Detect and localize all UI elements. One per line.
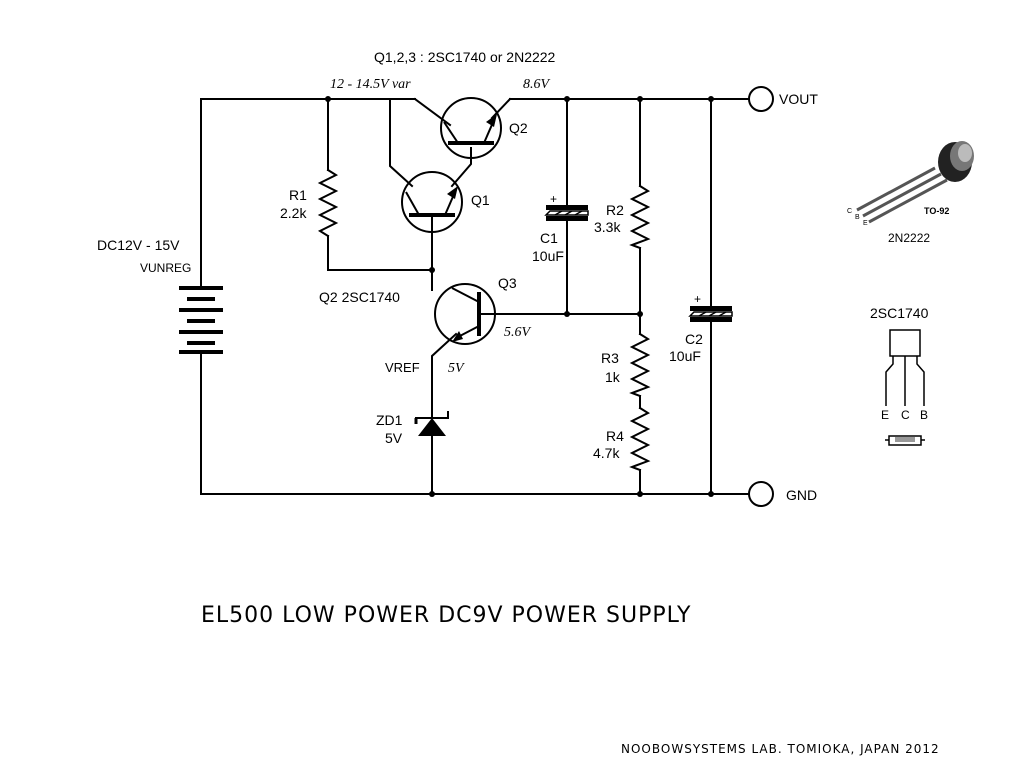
q1-label: Q1 (471, 192, 490, 208)
r4-resistor (629, 406, 651, 472)
sc1740-part-label: 2SC1740 (870, 305, 929, 321)
vout-label: VOUT (779, 91, 818, 107)
to92-package-label: TO-92 (924, 206, 949, 216)
c1-name: C1 (540, 230, 558, 246)
r1-name: R1 (289, 187, 307, 203)
r4-name: R4 (606, 428, 624, 444)
vref-voltage: 5V (448, 361, 465, 376)
to92-pin-c: C (847, 208, 852, 215)
vout-terminal: VOUT (748, 86, 818, 112)
supply-vunreg-label: VUNREG (140, 261, 191, 275)
zd1-name: ZD1 (376, 412, 403, 428)
r4-value: 4.7k (593, 445, 620, 461)
c2-capacitor (688, 306, 733, 322)
q3-label: Q3 (498, 275, 517, 291)
sc1740-pin-c: C (901, 408, 910, 422)
c1-capacitor (544, 205, 589, 221)
vref-label: VREF (385, 360, 420, 375)
sc1740-pin-e: E (881, 408, 889, 422)
r1-resistor (317, 168, 339, 238)
diagram-title: EL500 LOW POWER DC9V POWER SUPPLY (201, 603, 691, 628)
wires (200, 97, 749, 495)
r3-value: 1k (605, 369, 621, 385)
input-rail-voltage: 12 - 14.5V var (330, 77, 411, 92)
q2-label: Q2 (509, 120, 528, 136)
q2-transistor (440, 97, 502, 159)
credit-line: NOOBOWSYSTEMS LAB. TOMIOKA, JAPAN 2012 (621, 742, 940, 756)
c1-polarity: + (550, 192, 557, 206)
gnd-terminal: GND (748, 481, 817, 507)
output-rail-voltage: 8.6V (523, 77, 551, 92)
c1-value: 10uF (532, 248, 564, 264)
sc1740-pin-b: B (920, 408, 928, 422)
junction-dots (325, 96, 714, 497)
c2-value: 10uF (669, 348, 701, 364)
zd1-value: 5V (385, 430, 403, 446)
r3-resistor (629, 332, 651, 398)
r1-value: 2.2k (280, 205, 307, 221)
q3-transistor (434, 283, 496, 345)
r2-name: R2 (606, 202, 624, 218)
supply-range-label: DC12V - 15V (97, 237, 180, 253)
r2-value: 3.3k (594, 219, 621, 235)
zd1-zener (414, 411, 449, 436)
r2-resistor (629, 184, 651, 250)
battery-symbol (179, 286, 223, 354)
transistor-note: Q1,2,3 : 2SC1740 or 2N2222 (374, 49, 556, 65)
sc1740-package-illustration (885, 329, 925, 446)
c2-name: C2 (685, 331, 703, 347)
q3-note: Q2 2SC1740 (319, 289, 400, 305)
q1-transistor (401, 171, 463, 233)
to92-pin-b: B (855, 214, 860, 221)
c2-polarity: + (694, 292, 701, 306)
to92-part-label: 2N2222 (888, 231, 930, 245)
q3-base-voltage: 5.6V (504, 325, 532, 340)
to92-package-illustration (856, 141, 974, 224)
to92-pin-e: E (863, 220, 868, 227)
gnd-label: GND (786, 487, 817, 503)
r3-name: R3 (601, 350, 619, 366)
